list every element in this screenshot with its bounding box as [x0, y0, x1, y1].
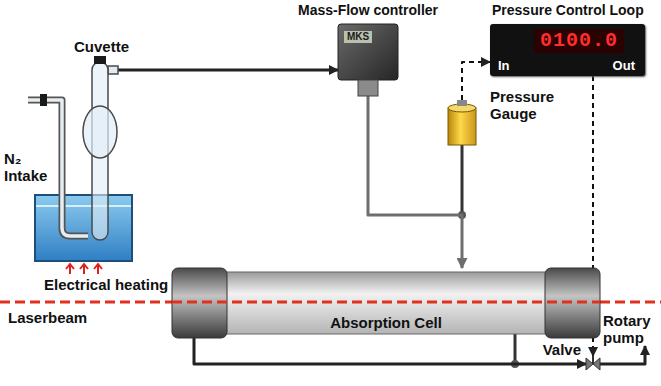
device-label: Mass-Flow controller: [298, 2, 438, 19]
glass-bulb: [83, 106, 117, 158]
signal-line: [462, 62, 490, 100]
intake-label: N₂ Intake: [4, 150, 52, 184]
pressure-control-unit: Pressure Control Loop0100.0InOut: [490, 24, 645, 76]
mass-flow-controller: Mass-Flow controllerMKS: [338, 24, 398, 96]
node-outline: [586, 356, 600, 372]
valve-body: [586, 358, 593, 370]
beam-label: Laserbeam: [8, 309, 87, 326]
gauge-pipe: [461, 145, 464, 215]
laser-beam: [172, 301, 600, 304]
device-label: Pressure Control Loop: [492, 2, 644, 19]
valve-symbol: Valve: [586, 356, 600, 372]
gas-pipe: [118, 69, 338, 72]
controller-body: [338, 24, 398, 80]
port-label: Out: [613, 58, 635, 73]
gas-pipe: [194, 338, 586, 364]
laser-beam: [0, 301, 172, 304]
water-bath: [35, 195, 132, 261]
device-label: Valve: [543, 341, 581, 358]
absorption-cell: Absorption Cell: [172, 268, 600, 338]
heater-arrow: [66, 264, 74, 274]
laser-beam: [600, 301, 661, 304]
pressure-readout: 0100.0: [534, 29, 624, 53]
brand-label: MKS: [344, 31, 372, 43]
gauge-cap: [457, 100, 467, 106]
port-label: In: [498, 58, 510, 73]
device-label: Cuvette: [74, 38, 129, 55]
stopcock: [94, 56, 106, 64]
node-outline: [448, 100, 476, 145]
heater-arrow: [94, 264, 102, 274]
device-label: Absorption Cell: [330, 314, 442, 331]
rotary-pump: Rotary pump: [603, 312, 657, 346]
heater-arrow: [80, 264, 88, 274]
gas-pipe: [600, 346, 645, 364]
pressure-gauge: Pressure Gauge: [448, 100, 476, 145]
glass-stub: [108, 66, 118, 74]
valve-body: [593, 358, 600, 370]
device-label: Rotary pump: [603, 312, 657, 346]
stopcock: [40, 94, 47, 106]
return-pipe: [514, 330, 517, 364]
controller-fitting: [358, 80, 378, 96]
heater-label: Electrical heating: [44, 276, 168, 293]
cuvette: Cuvette: [82, 62, 118, 240]
water-surface: [36, 205, 131, 207]
node-outline: [82, 62, 118, 240]
device-label: Pressure Gauge: [490, 88, 564, 122]
gauge-body: [448, 108, 476, 145]
